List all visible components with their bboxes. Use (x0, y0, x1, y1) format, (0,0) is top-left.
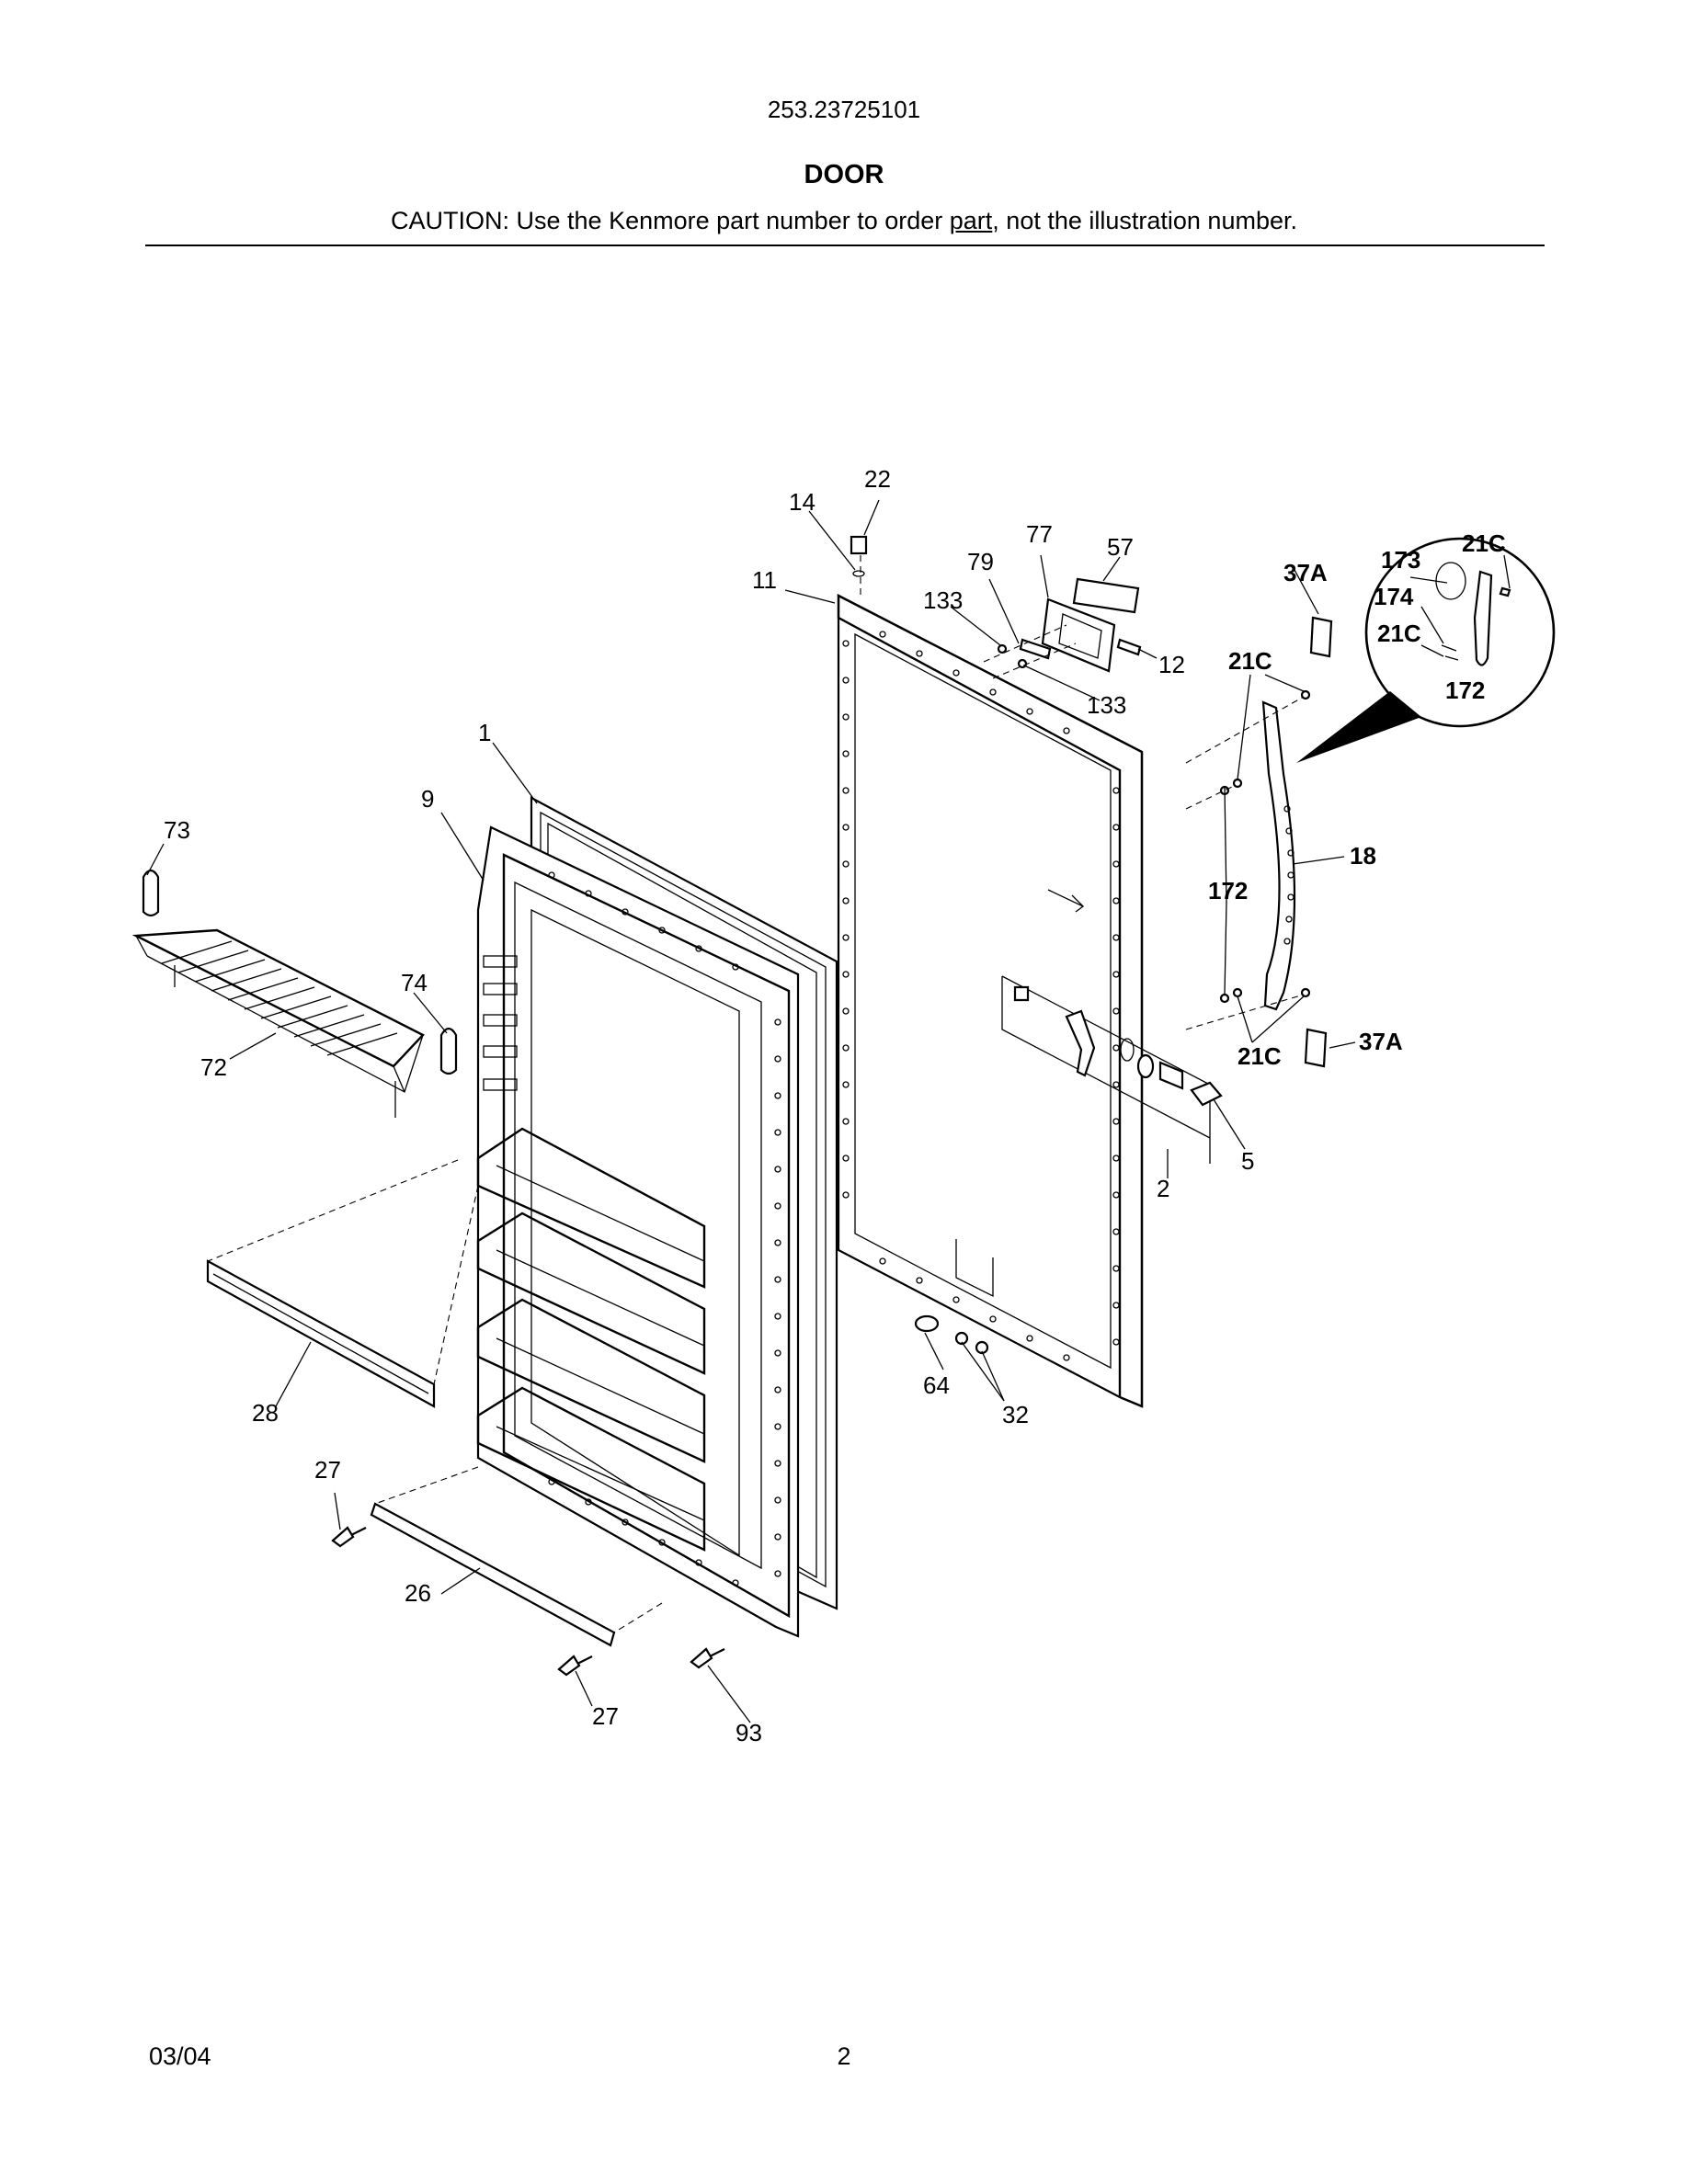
door-shelves (476, 1127, 706, 1552)
callout-27-b: 27 (592, 1702, 619, 1730)
callout-72: 72 (200, 1053, 227, 1081)
rack-bracket-left (142, 869, 160, 917)
callout-26: 26 (405, 1579, 431, 1607)
door-liner (476, 825, 800, 1638)
door-handle (1185, 616, 1333, 1068)
header-rule (145, 245, 1545, 246)
callout-172-inset: 172 (1445, 677, 1485, 704)
callout-27-a: 27 (314, 1456, 341, 1484)
callout-73: 73 (164, 816, 190, 844)
top-hardware (850, 535, 1142, 679)
screws (331, 1526, 725, 1677)
callout-21c-inset-mid: 21C (1377, 620, 1421, 647)
plug (914, 1314, 940, 1333)
callout-37a-bottom: 37A (1359, 1028, 1403, 1055)
callout-21c-bottom: 21C (1237, 1042, 1282, 1070)
wire-rack (131, 928, 425, 1118)
caution-note: CAUTION: Use the Kenmore part number to … (0, 207, 1688, 235)
callout-22: 22 (864, 465, 891, 493)
callout-12: 12 (1158, 651, 1185, 678)
callout-21c-inset-top: 21C (1462, 529, 1506, 557)
callout-32: 32 (1002, 1401, 1029, 1428)
callout-14: 14 (789, 488, 815, 516)
callout-64: 64 (923, 1371, 950, 1399)
callout-57: 57 (1107, 533, 1134, 561)
callout-21c-top: 21C (1228, 647, 1272, 675)
cap-b (975, 1340, 989, 1355)
alignment-lines (207, 555, 861, 1633)
caution-text-prefix: CAUTION: Use the Kenmore part number to … (391, 207, 950, 234)
callout-172: 172 (1208, 877, 1248, 904)
rack-slots (483, 955, 518, 1091)
cap-a (954, 1331, 969, 1346)
shelf-trim-28 (206, 1259, 436, 1408)
callout-77: 77 (1026, 520, 1053, 548)
callout-9: 9 (421, 785, 434, 813)
liner-holes (548, 871, 781, 1587)
callout-18: 18 (1350, 842, 1376, 870)
callout-28: 28 (252, 1399, 279, 1427)
caution-text-suffix: , not the illustration number. (992, 207, 1297, 234)
callout-37a-top: 37A (1283, 559, 1328, 586)
caution-text-underlined: part (949, 207, 993, 234)
footer-page-number: 2 (837, 2042, 851, 2070)
footer-date: 03/04 (149, 2042, 211, 2070)
callout-93: 93 (736, 1719, 762, 1746)
callout-1: 1 (478, 719, 491, 746)
callout-2: 2 (1157, 1175, 1169, 1202)
callout-173: 173 (1381, 546, 1420, 574)
model-number: 253.23725101 (767, 96, 921, 123)
callout-11: 11 (752, 566, 777, 594)
trim-strip-26 (370, 1502, 616, 1647)
callout-74: 74 (401, 969, 428, 996)
callout-133-b: 133 (1087, 691, 1126, 719)
outer-door-panel (837, 594, 1144, 1408)
rack-bracket-right (439, 1027, 458, 1075)
callout-174: 174 (1374, 583, 1414, 610)
section-title: DOOR (804, 160, 884, 189)
detail-inset (1296, 537, 1556, 763)
callout-79: 79 (967, 548, 994, 575)
callout-labels: 14 22 11 77 57 79 133 12 133 1 9 73 74 7… (164, 465, 1506, 1746)
callout-133-a: 133 (923, 586, 963, 614)
leader-lines (146, 499, 1511, 1723)
panel-holes (842, 631, 1120, 1361)
callout-5: 5 (1241, 1147, 1254, 1175)
